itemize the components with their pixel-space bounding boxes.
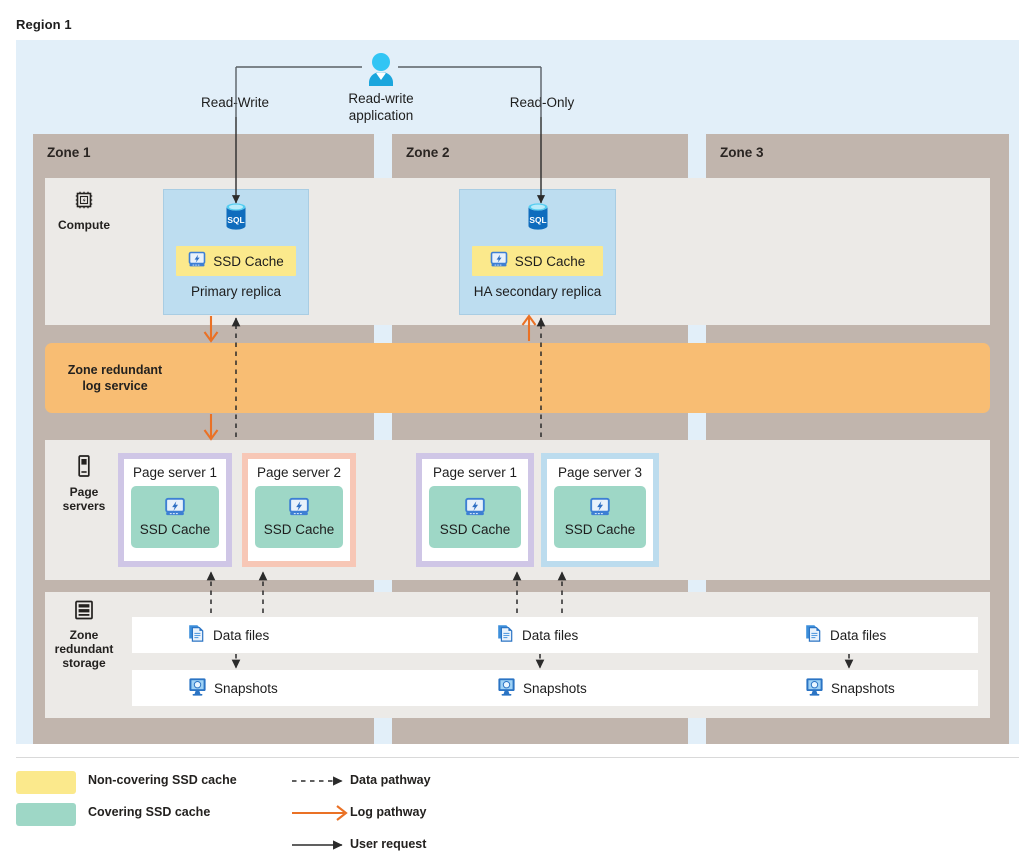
snapshots-label: Snapshots [214, 680, 278, 696]
ssd-cache-label: SSD Cache [139, 522, 211, 537]
rail-compute: Compute [46, 190, 122, 232]
legend-label-non-covering: Non-covering SSD cache [88, 773, 237, 787]
zone-header-zone-1: Zone 1 [33, 134, 374, 171]
ssd-icon [288, 497, 310, 520]
legend-divider [16, 757, 1019, 758]
page-server-title: Page server 2 [256, 465, 342, 480]
legend-label-user-request: User request [350, 837, 427, 851]
app-label: Read-write application [320, 90, 442, 124]
app-label-line1: Read-write [348, 91, 414, 106]
primary-replica-card[interactable]: SQL SSD Cache Primary replica [163, 189, 309, 315]
data-files-row: Data files Data files [132, 617, 978, 653]
data-files-label: Data files [522, 627, 579, 643]
rail-storage-line1: Zone [69, 628, 99, 642]
snapshots-zone-3[interactable]: Snapshots [805, 677, 895, 699]
zone-label: Zone 3 [720, 145, 764, 160]
ssd-cache-non-covering: SSD Cache [176, 246, 296, 276]
page-server-card[interactable]: Page server 1 SSD Cache [118, 453, 232, 567]
page-server-card[interactable]: Page server 1 SSD Cache [416, 453, 534, 567]
ssd-cache-label: SSD Cache [263, 522, 335, 537]
rail-page-servers-line1: Page [69, 485, 99, 499]
ssd-icon [464, 497, 486, 520]
legend-log-arrow [292, 805, 348, 821]
snapshots-row: Snapshots Snapshots Snapshots [132, 670, 978, 706]
legend-label-data-pathway: Data pathway [350, 773, 431, 787]
zone-label: Zone 1 [47, 145, 91, 160]
rail-storage-line2: redundant [54, 642, 114, 656]
snapshot-icon [805, 677, 824, 699]
sql-icon: SQL [523, 200, 553, 239]
storage-icon [46, 600, 122, 623]
ssd-cache-non-covering: SSD Cache [472, 246, 603, 276]
data-file-icon [188, 624, 206, 646]
ssd-icon [164, 497, 186, 520]
zone-header-zone-2: Zone 2 [392, 134, 688, 171]
rail-compute-label: Compute [58, 218, 110, 232]
app-label-line2: application [348, 108, 414, 123]
data-files-label: Data files [213, 627, 270, 643]
rail-page-servers-line2: servers [62, 499, 106, 513]
snapshots-zone-1[interactable]: Snapshots [188, 677, 278, 699]
read-only-label: Read-Only [509, 95, 575, 110]
legend-swatch-non-covering [16, 771, 76, 794]
rail-storage-line3: storage [62, 656, 106, 670]
data-files-zone-2[interactable]: Data files [497, 624, 578, 646]
chip-icon [46, 190, 122, 213]
page-server-title: Page server 1 [432, 465, 518, 480]
replica-name: Primary replica [190, 284, 282, 299]
zone-header-zone-3: Zone 3 [706, 134, 1009, 171]
snapshots-label: Snapshots [831, 680, 895, 696]
user-icon [365, 52, 397, 92]
data-files-zone-3[interactable]: Data files [805, 624, 886, 646]
log-service-label: Zone redundant log service [60, 362, 170, 394]
ssd-cache-covering: SSD Cache [255, 486, 343, 548]
legend-label-covering: Covering SSD cache [88, 805, 211, 819]
ssd-cache-label: SSD Cache [564, 522, 636, 537]
server-icon [46, 455, 122, 480]
snapshots-zone-2[interactable]: Snapshots [497, 677, 587, 699]
ssd-cache-label: SSD Cache [439, 522, 511, 537]
data-file-icon [497, 624, 515, 646]
ssd-cache-covering: SSD Cache [429, 486, 521, 548]
sql-icon: SQL [221, 200, 251, 239]
rail-zone-redundant-storage: Zone redundant storage [46, 600, 122, 670]
zone-label: Zone 2 [406, 145, 450, 160]
region-title: Region 1 [16, 17, 72, 32]
snapshot-icon [188, 677, 207, 699]
log-service-label-line2: log service [82, 379, 148, 393]
page-server-title: Page server 1 [132, 465, 218, 480]
legend-line-samples [292, 776, 348, 850]
svg-text:SQL: SQL [227, 215, 244, 225]
rail-page-servers: Page servers [46, 455, 122, 513]
ssd-cache-label: SSD Cache [514, 253, 586, 269]
page-server-card[interactable]: Page server 3 SSD Cache [541, 453, 659, 567]
ssd-icon [188, 251, 206, 271]
data-files-label: Data files [830, 627, 887, 643]
data-files-zone-1[interactable]: Data files [188, 624, 269, 646]
legend-label-log-pathway: Log pathway [350, 805, 427, 819]
ssd-icon [490, 251, 508, 271]
log-service-label-line1: Zone redundant [67, 363, 163, 377]
ssd-cache-covering: SSD Cache [131, 486, 219, 548]
legend: Non-covering SSD cache Covering SSD cach… [0, 755, 1035, 867]
ha-secondary-replica-card[interactable]: SQL SSD Cache HA secondary replica [459, 189, 616, 315]
zone-redundant-log-service [45, 343, 990, 413]
snapshot-icon [497, 677, 516, 699]
ssd-cache-covering: SSD Cache [554, 486, 646, 548]
ssd-cache-label: SSD Cache [213, 253, 284, 269]
page-server-title: Page server 3 [557, 465, 643, 480]
data-file-icon [805, 624, 823, 646]
ssd-icon [589, 497, 611, 520]
svg-text:SQL: SQL [529, 215, 546, 225]
snapshots-label: Snapshots [523, 680, 587, 696]
legend-swatch-covering [16, 803, 76, 826]
page-server-card[interactable]: Page server 2 SSD Cache [242, 453, 356, 567]
read-write-label: Read-Write [200, 95, 270, 110]
replica-name: HA secondary replica [473, 284, 602, 299]
